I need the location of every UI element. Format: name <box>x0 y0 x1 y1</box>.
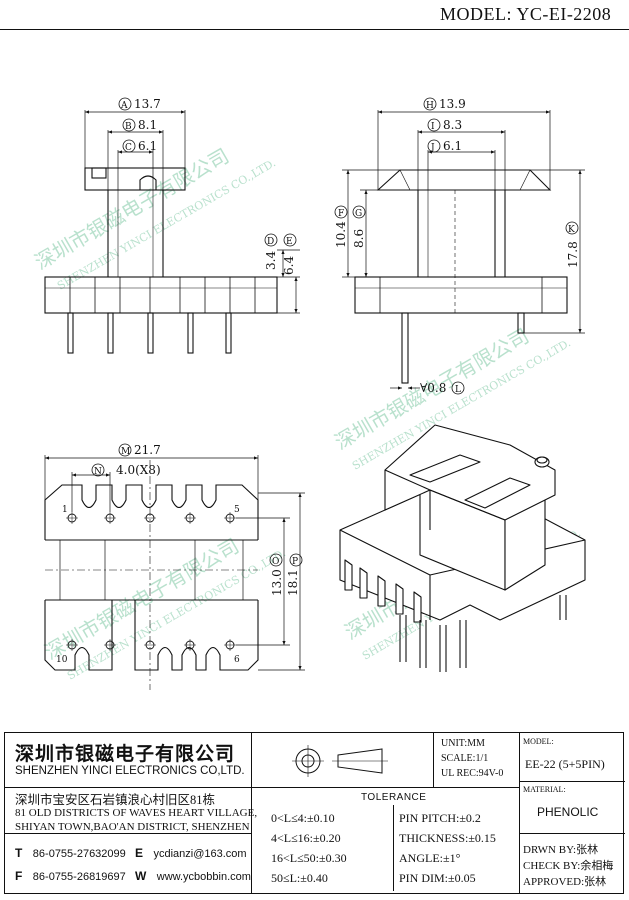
company-name-en: SHENZHEN YINCI ELECTRONICS CO,LTD. <box>15 765 245 777</box>
tb-hline-4 <box>519 833 625 835</box>
dim-letter-D: D <box>267 237 274 247</box>
address-en-line1: 81 OLD DISTRICTS OF WAVES HEART VILLAGE, <box>15 807 258 819</box>
dim-letter-L: L <box>455 385 461 395</box>
tb-divider-3 <box>519 733 521 893</box>
dim-F: 10.4 <box>334 221 348 248</box>
model-header: MODEL: YC-EI-2208 <box>440 4 612 24</box>
dim-letter-J: J <box>430 143 435 153</box>
dim-letter-P: P <box>292 557 298 567</box>
fax-key: F <box>15 869 23 883</box>
scale-label: SCALE:1/1 <box>441 753 489 764</box>
dim-letter-I: I <box>431 122 435 132</box>
tb-hline-2 <box>5 833 251 835</box>
tel-value: 86-0755-27632099 <box>32 848 126 860</box>
dim-L: ∀0.8 <box>420 381 446 395</box>
bottom-view <box>44 455 305 690</box>
dim-H: 13.9 <box>439 97 466 111</box>
tb-divider-1 <box>251 733 253 893</box>
material-value: PHENOLIC <box>537 805 599 819</box>
unit-label: UNIT:MM <box>441 738 485 749</box>
thickness: THICKNESS:±0.15 <box>399 831 496 845</box>
web-key: W <box>135 869 147 883</box>
model-box-value: EE-22 (5+5PIN) <box>525 757 605 771</box>
dim-letter-H: H <box>426 101 434 111</box>
dim-letter-A: A <box>120 101 128 111</box>
dim-letter-B: B <box>125 122 132 132</box>
side-view <box>342 110 585 390</box>
dim-letter-E: E <box>286 237 293 247</box>
header-rule <box>0 29 629 30</box>
tb-hline-1 <box>5 787 519 789</box>
angle: ANGLE:±1° <box>399 851 461 865</box>
fax-value: 86-0755-26819697 <box>32 871 126 883</box>
material-label: MATERIAL: <box>523 785 566 794</box>
company-name-cn: 深圳市银磁电子有限公司 <box>15 744 236 765</box>
dim-M: 21.7 <box>134 443 161 457</box>
checked-by: CHECK BY:余相梅 <box>523 860 614 872</box>
dim-G: 8.6 <box>352 229 366 248</box>
front-view <box>44 110 300 354</box>
side-view-labels: H 13.9 I 8.3 J 6.1 10.4 F 8.6 G 17.8 K ∀… <box>334 97 580 395</box>
dim-E: 6.4 <box>282 256 296 275</box>
dim-letter-M: M <box>121 447 130 457</box>
dim-letter-F: F <box>338 209 344 219</box>
contact-fax: F 86-0755-26819697 <box>15 867 126 885</box>
model-box-label: MODEL: <box>523 737 554 746</box>
dim-P: 18.1 <box>286 569 300 596</box>
isometric-view <box>339 424 586 672</box>
web-value[interactable]: www.ycbobbin.com <box>156 871 251 883</box>
dim-letter-K: K <box>568 225 575 235</box>
dim-I: 8.3 <box>443 118 462 132</box>
approved-by: APPROVED:张林 <box>523 876 607 888</box>
pin-label-1: 1 <box>62 505 68 515</box>
dim-letter-G: G <box>355 209 362 219</box>
tolerance-title: TOLERANCE <box>361 792 427 803</box>
title-block: 深圳市银磁电子有限公司 SHENZHEN YINCI ELECTRONICS C… <box>4 732 625 894</box>
dim-B: 8.1 <box>138 118 157 132</box>
dim-K: 17.8 <box>566 241 580 268</box>
email-value[interactable]: ycdianzi@163.com <box>153 848 247 860</box>
ul-label: UL REC:94V-0 <box>441 768 504 779</box>
drawn-by: DRWN BY:张林 <box>523 844 599 856</box>
dim-letter-N: N <box>94 467 102 477</box>
tel-key: T <box>15 846 23 860</box>
bottom-view-labels: M 21.7 N 4.0(X8) 13.0 O 18.1 P 1 5 10 6 <box>56 443 303 665</box>
front-view-labels: A 13.7 B 8.1 C 6.1 3.4 D 6.4 E <box>118 97 297 275</box>
contact-email: E ycdianzi@163.com <box>135 844 247 862</box>
tb-hline-3 <box>519 781 625 783</box>
tol-row-3: 16<L≤50:±0.30 <box>271 851 347 865</box>
dim-J: 6.1 <box>443 139 462 153</box>
address-cn: 深圳市宝安区石岩镇浪心村旧区81栋 <box>15 793 216 807</box>
email-key: E <box>135 846 144 860</box>
pin-label-6: 6 <box>234 655 240 665</box>
pin-label-10: 10 <box>56 655 68 665</box>
dim-O: 13.0 <box>270 569 284 596</box>
pin-dim: PIN DIM:±0.05 <box>399 871 476 885</box>
contact-tel: T 86-0755-27632099 <box>15 844 126 862</box>
address-en-line2: SHIYAN TOWN,BAO'AN DISTRICT, SHENZHEN <box>15 821 250 833</box>
tb-divider-2 <box>433 733 435 787</box>
tb-tol-divider <box>393 805 394 891</box>
dim-D: 3.4 <box>264 251 278 270</box>
tol-row-2: 4<L≤16:±0.20 <box>271 831 341 845</box>
dim-C: 6.1 <box>138 139 157 153</box>
technical-drawing: 深圳市银磁电子有限公司 SHENZHEN YINCI ELECTRONICS C… <box>31 97 586 690</box>
dim-letter-C: C <box>125 143 132 153</box>
dim-letter-O: O <box>272 557 279 567</box>
contact-web: W www.ycbobbin.com <box>135 867 251 885</box>
pin-pitch: PIN PITCH:±0.2 <box>399 811 481 825</box>
dim-A: 13.7 <box>134 97 161 111</box>
pin-label-5: 5 <box>234 505 240 515</box>
dim-N: 4.0(X8) <box>116 463 161 477</box>
projection-symbol <box>292 745 388 777</box>
tol-row-1: 0<L≤4:±0.10 <box>271 811 335 825</box>
tol-row-4: 50≤L:±0.40 <box>271 871 328 885</box>
